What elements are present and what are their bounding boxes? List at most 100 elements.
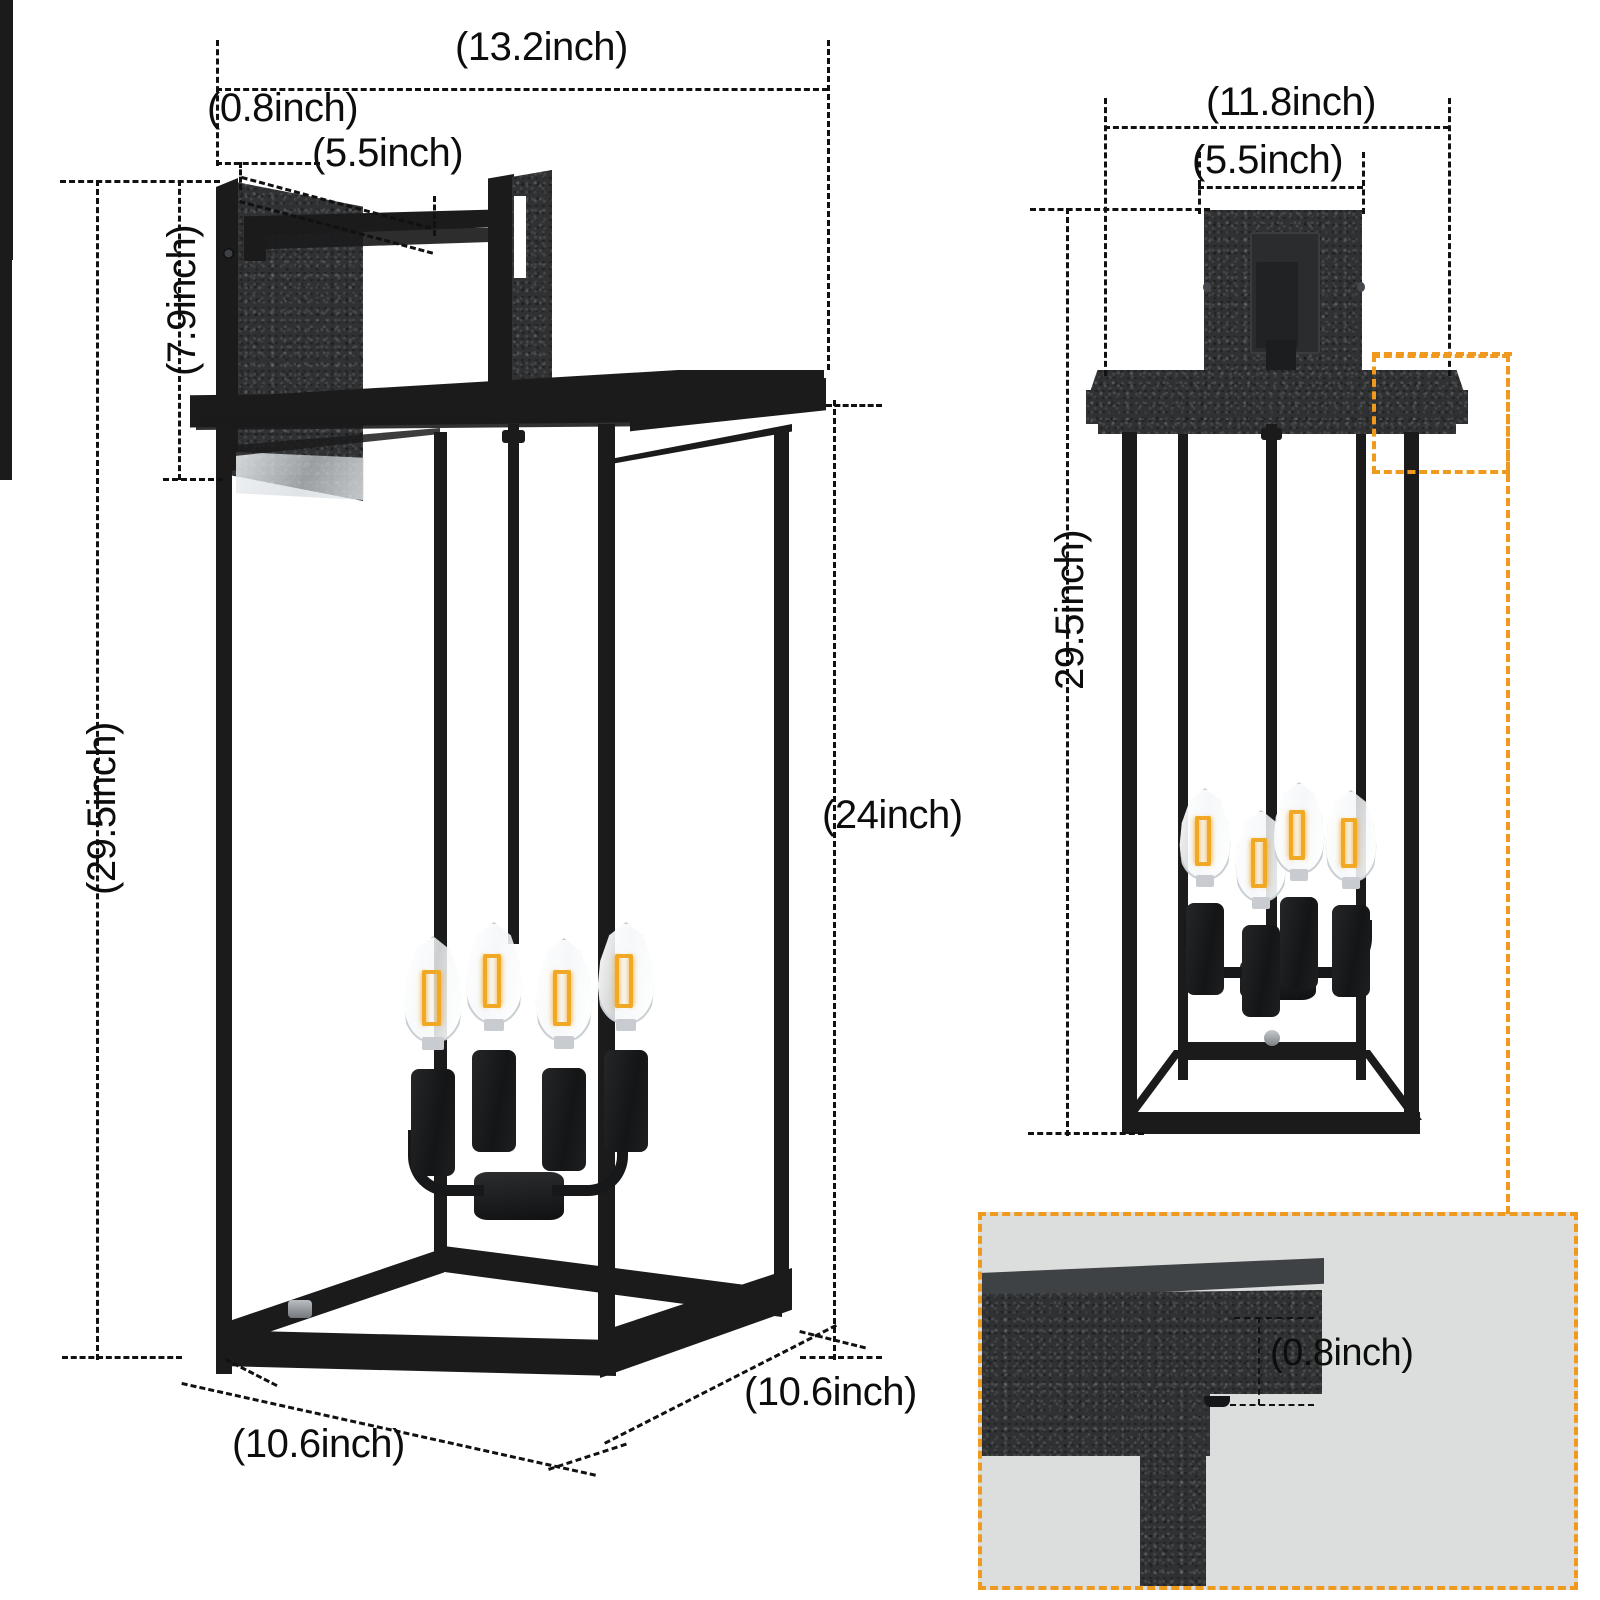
- side-bottom-rail-inner: [1178, 1042, 1366, 1060]
- bulb-filament: [1341, 820, 1345, 866]
- bulb: [534, 938, 594, 1172]
- inset-dim-vertical: [1258, 1317, 1260, 1405]
- side-screw-right-icon: [1357, 282, 1365, 292]
- bulb-filament-bar: [615, 1004, 633, 1008]
- bulb-filament-bar: [1195, 862, 1211, 866]
- inset-canopy-slab: [982, 1290, 1322, 1394]
- side-bulb-stem-right: [0, 370, 12, 480]
- dim-5-5-side-ext-left: [1198, 152, 1201, 214]
- bulb-socket: [604, 1049, 648, 1153]
- dim-11-8-ext-right: [1448, 98, 1451, 376]
- side-cage-post-inner-right: [1356, 434, 1366, 1080]
- dim-label-11-8: (11.8inch): [1206, 80, 1376, 124]
- detail-callout-connector-vertical: [1506, 354, 1510, 1214]
- bulb: [464, 922, 524, 1153]
- dim-29-5-line: [96, 180, 99, 1360]
- bulb-glass: [465, 922, 523, 1025]
- bulb-glass: [535, 938, 593, 1042]
- bulb-filament: [1263, 840, 1267, 886]
- dim-5-5-side-ext-right: [1362, 152, 1365, 214]
- dim-13-2-ext-right: [827, 40, 830, 370]
- bulb-filament: [1251, 840, 1255, 886]
- bulb-filament: [553, 972, 557, 1024]
- cage-post-front-left: [216, 424, 232, 1374]
- side-bulb-stem-left: [0, 260, 12, 370]
- bulb-filament-bar: [422, 1022, 441, 1026]
- side-bottom-rail-outer: [1122, 1112, 1420, 1134]
- bulb-filament: [567, 972, 571, 1024]
- side-bulb-cluster: [0, 260, 1600, 1018]
- bulb-filament: [1207, 818, 1211, 864]
- dim-0-8-ext-right: [239, 162, 242, 190]
- bulb-socket: [542, 1067, 586, 1172]
- dim-29-5-tick-bottom: [62, 1356, 182, 1359]
- bulb-neck: [1341, 877, 1361, 889]
- bulb-filament-bar: [1289, 856, 1305, 860]
- bracket-inner-bar: [496, 238, 506, 390]
- bulb-filament-bar: [615, 954, 633, 958]
- bulb-neck: [1195, 875, 1215, 887]
- side-canopy-lip: [1098, 420, 1456, 434]
- dim-24-line: [833, 400, 836, 1360]
- bulb-neck: [1251, 897, 1271, 909]
- dim-label-13-2: (13.2inch): [455, 25, 628, 69]
- dim-7-9-line: [178, 180, 181, 480]
- dim-24-tick-bottom: [800, 1356, 882, 1359]
- dim-29-5-side-tick-top: [1030, 208, 1210, 211]
- bulb-glass: [597, 922, 655, 1025]
- side-drop-rod: [1266, 424, 1277, 964]
- dim-label-10-6-right: (10.6inch): [744, 1370, 917, 1414]
- side-drop-rod-collar: [1261, 428, 1282, 440]
- cage-post-back-right: [774, 430, 789, 1310]
- inset-dim-bottom-tick: [1230, 1404, 1314, 1406]
- bulb-socket: [1331, 905, 1371, 998]
- dim-13-2-ext-left: [216, 40, 219, 166]
- inset-cage-post: [1140, 1388, 1206, 1586]
- bracket-right-post-face: [512, 170, 552, 400]
- bulb-filament: [437, 972, 441, 1024]
- dim-label-5-5-side: (5.5inch): [1192, 138, 1344, 182]
- bulb-filament: [1353, 820, 1357, 866]
- bulb-socket: [1279, 897, 1319, 990]
- side-canopy-top: [1090, 370, 1464, 392]
- detail-callout-box: [1372, 354, 1510, 474]
- detail-callout-connector-horizontal: [1372, 352, 1512, 356]
- dim-7-9-tick-bottom: [163, 478, 223, 481]
- bulb: [402, 936, 464, 1176]
- bulb-filament: [1289, 812, 1293, 858]
- bulb-filament-bar: [1341, 818, 1357, 822]
- dim-label-0-8: (0.8inch): [207, 86, 359, 130]
- mounting-screw-icon: [223, 248, 234, 259]
- bulb-filament: [422, 972, 426, 1024]
- side-junction-box-tab: [1266, 340, 1296, 372]
- dim-11-8-line: [1104, 126, 1449, 129]
- side-junction-box-plate-inner: [1256, 262, 1298, 348]
- bulb-stem-inner-left: [0, 0, 13, 130]
- bulb-glass: [1273, 782, 1325, 875]
- dim-5-5-side-line: [1198, 186, 1363, 189]
- dim-10-6-right-ext-bottom: [548, 1442, 627, 1471]
- side-bottom-screw-icon: [1264, 1030, 1280, 1046]
- dim-24-tick-top: [826, 404, 882, 407]
- bulb-socket: [1241, 925, 1281, 1018]
- bulb-neck: [422, 1036, 444, 1050]
- bulb-neck: [553, 1035, 575, 1049]
- bulb-stem-inner-right: [0, 130, 13, 260]
- backplate-light-strip: [236, 452, 364, 500]
- drop-rod-collar: [502, 430, 525, 443]
- bulb-filament-bar: [483, 1004, 501, 1008]
- bulb-filament-bar: [553, 970, 571, 974]
- side-bulb: [1272, 782, 1326, 990]
- bulb-glass: [1325, 790, 1377, 883]
- bulb-filament: [497, 956, 501, 1006]
- bulb-neck: [1289, 869, 1309, 881]
- dim-0-8-line: [216, 162, 320, 165]
- dim-29-5-side-line: [1066, 208, 1069, 1136]
- bulb-filament-bar: [1195, 816, 1211, 820]
- dim-29-5-side-tick-bottom: [1028, 1132, 1144, 1135]
- detail-inset-panel: (0.8inch): [978, 1212, 1578, 1590]
- bulb-filament-bar: [1251, 838, 1267, 842]
- bracket-post-slot: [514, 196, 526, 278]
- side-cage-post-left: [1122, 432, 1137, 1132]
- bulb-socket: [1185, 903, 1225, 996]
